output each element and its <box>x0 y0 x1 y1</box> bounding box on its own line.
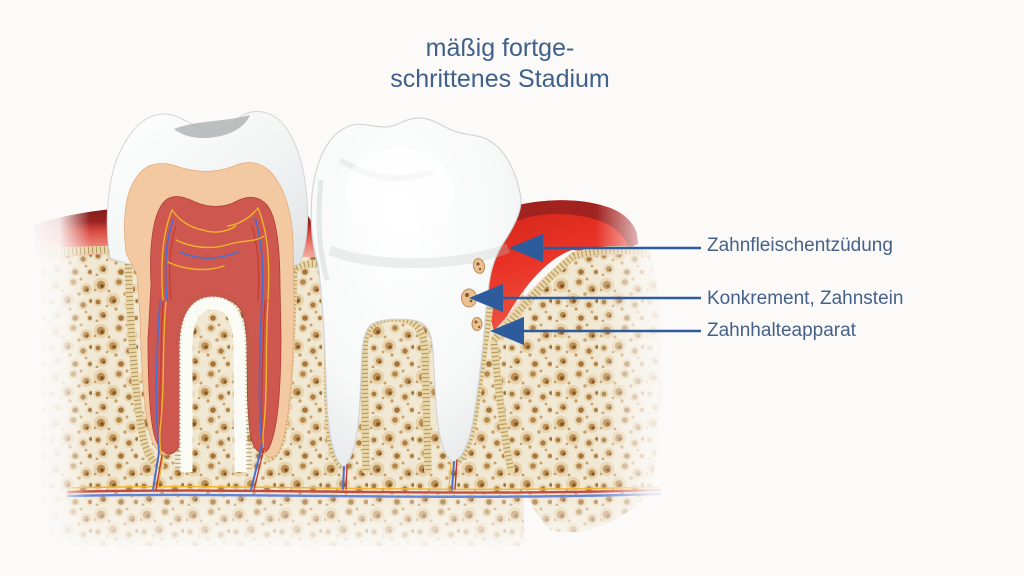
stage-title: mäßig fortge- schrittenes Stadium <box>330 33 670 95</box>
left-tooth-cross-section <box>106 110 309 473</box>
annotation-label-calculus: Konkrement, Zahnstein <box>707 288 904 309</box>
furcation-wall <box>179 296 248 473</box>
enamel-cut-surface <box>174 115 250 138</box>
right-tooth <box>310 117 522 468</box>
annotation-label-periodontium: Zahnhalteapparat <box>707 320 856 341</box>
stage-title-line1: mäßig fortge- <box>425 34 575 62</box>
annotation-label-gingivitis: Zahnfleischentzüdung <box>707 235 893 256</box>
pulp-nerves <box>155 207 270 459</box>
right-tooth-shading <box>316 148 510 281</box>
edge-fades <box>22 185 692 576</box>
stage-title-line2: schrittenes Stadium <box>390 65 610 93</box>
